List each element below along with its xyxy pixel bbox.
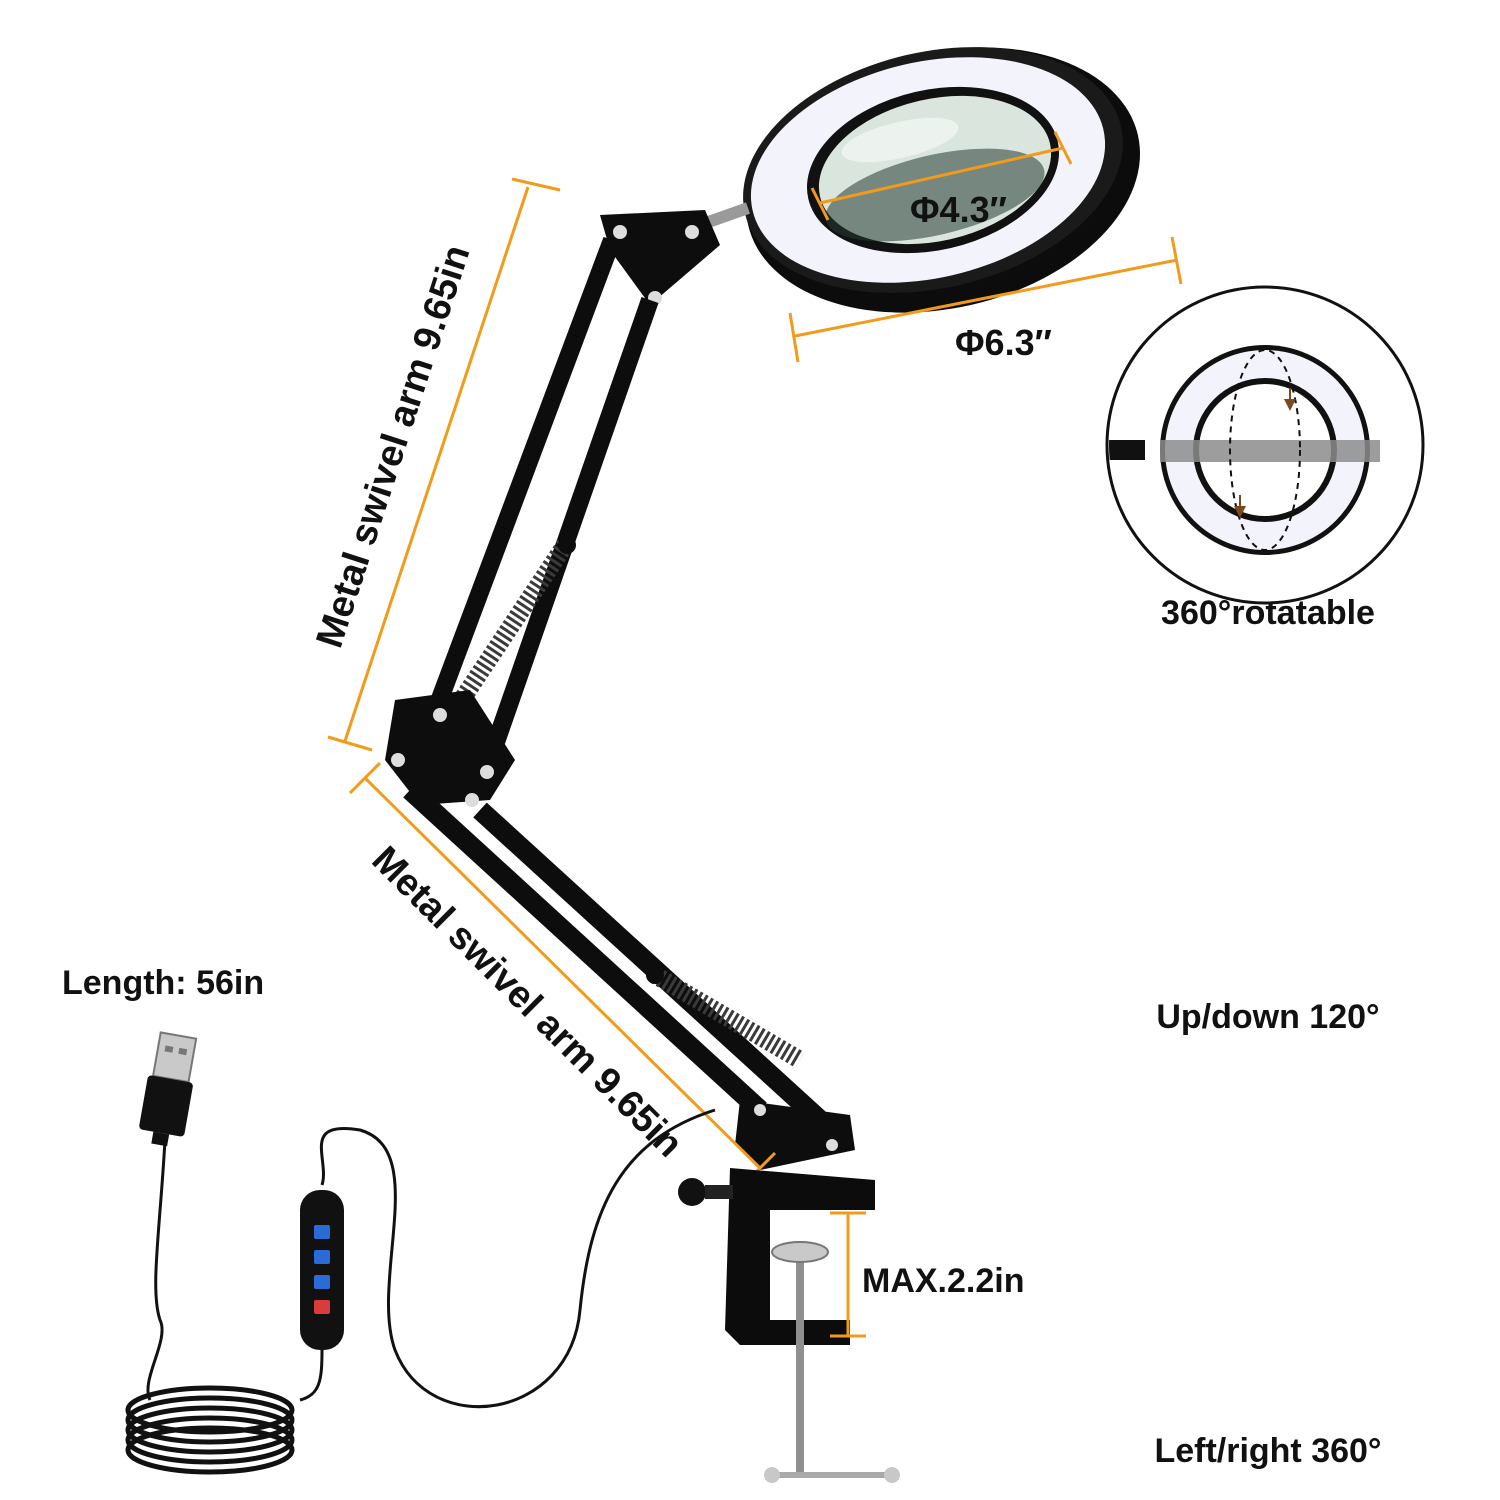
feature-caption-rotatable: 360°rotatable — [1161, 594, 1375, 632]
usb-cable — [125, 1031, 716, 1475]
inner-diameter-label: Φ4.3″ — [910, 189, 1007, 230]
outer-diameter-dimension: Φ6.3″ — [788, 236, 1183, 363]
inner-diameter-dimension: Φ4.3″ — [810, 131, 1073, 230]
magnifier-head — [743, 47, 1140, 313]
rotate-360-icon — [1109, 345, 1380, 555]
feature-rotatable — [1105, 285, 1425, 605]
clamp-dimension: MAX.2.2in — [830, 1211, 1024, 1338]
swivel-arm — [385, 202, 855, 1170]
clamp-label: MAX.2.2in — [862, 1262, 1024, 1300]
outer-diameter-label: Φ6.3″ — [955, 322, 1052, 363]
feature-caption-leftright: Left/right 360° — [1154, 1432, 1382, 1470]
cable-length-label: Length: 56in — [62, 964, 264, 1002]
lower-arm-dimension: Metal swivel arm 9.65in — [348, 761, 777, 1185]
feature-caption-updown: Up/down 120° — [1156, 998, 1380, 1036]
desk-clamp — [678, 1168, 900, 1483]
